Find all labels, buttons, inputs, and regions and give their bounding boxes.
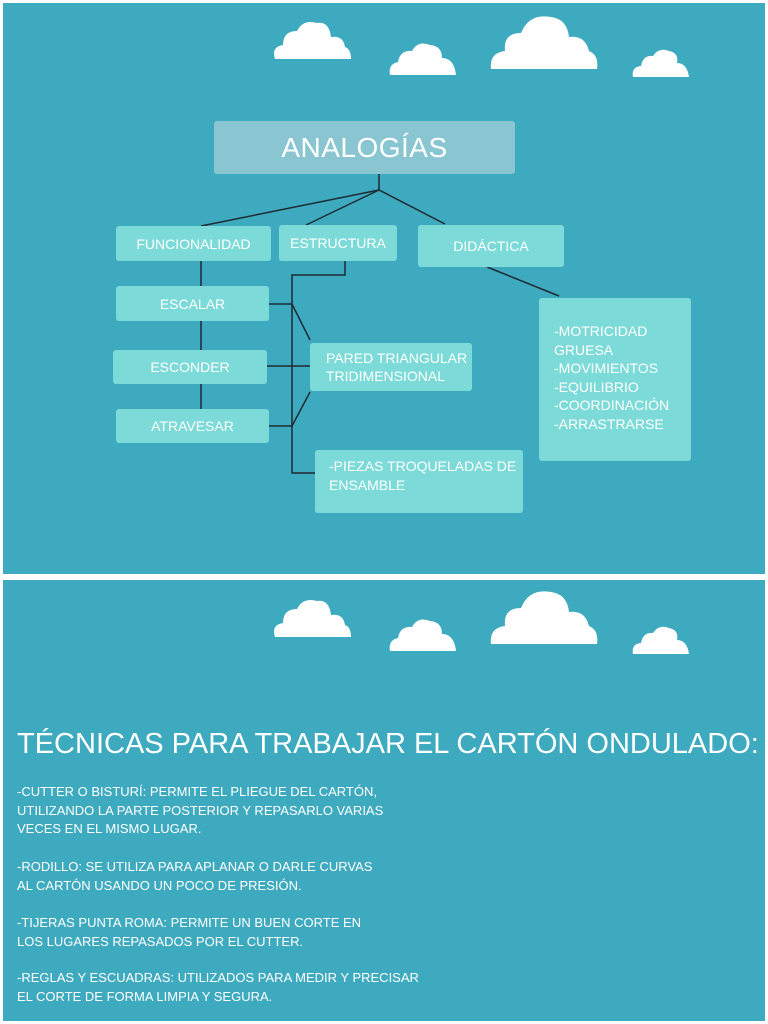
diagram-title: ANALOGÍAS (214, 121, 515, 174)
section-heading: TÉCNICAS PARA TRABAJAR EL CARTÓN ONDULAD… (17, 728, 759, 760)
paragraph-cutter: -CUTTER O BISTURÍ: PERMITE EL PLIEGUE DE… (17, 784, 384, 836)
cloud-icon (490, 591, 598, 644)
cloud-icon (274, 22, 351, 59)
cloud-icon (490, 16, 598, 69)
connector-lines (200, 174, 560, 474)
cloud-icon (389, 43, 456, 75)
cloud-icon (632, 626, 689, 654)
cloud-icon (274, 600, 351, 637)
paragraph-reglas: -REGLAS Y ESCUADRAS: UTILIZADOS PARA MED… (17, 970, 419, 1004)
node-funcionalidad: FUNCIONALIDAD (116, 226, 271, 261)
paragraph-rodillo: -RODILLO: SE UTILIZA PARA APLANAR O DARL… (17, 859, 373, 893)
node-pared-triangular: PARED TRIANGULAR TRIDIMENSIONAL (310, 343, 472, 391)
slide-analogias: ANALOGÍAS FUNCIONALIDAD ESTRUCTURA DIDÁC… (3, 3, 765, 574)
slide-tecnicas: TÉCNICAS PARA TRABAJAR EL CARTÓN ONDULAD… (3, 580, 765, 1021)
node-didactica-list: -MOTRICIDAD GRUESA -MOVIMIENTOS -EQUILIB… (539, 298, 691, 461)
cloud-icon (632, 49, 689, 77)
node-esconder: ESCONDER (113, 350, 267, 384)
cloud-icon (389, 619, 456, 651)
node-estructura: ESTRUCTURA (279, 225, 397, 261)
node-didactica: DIDÁCTICA (418, 225, 564, 267)
node-piezas-troqueladas: -PIEZAS TROQUELADAS DE ENSAMBLE (315, 450, 523, 513)
node-atravesar: ATRAVESAR (116, 409, 269, 443)
node-escalar: ESCALAR (116, 286, 269, 321)
paragraph-tijeras: -TIJERAS PUNTA ROMA: PERMITE UN BUEN COR… (17, 915, 362, 949)
